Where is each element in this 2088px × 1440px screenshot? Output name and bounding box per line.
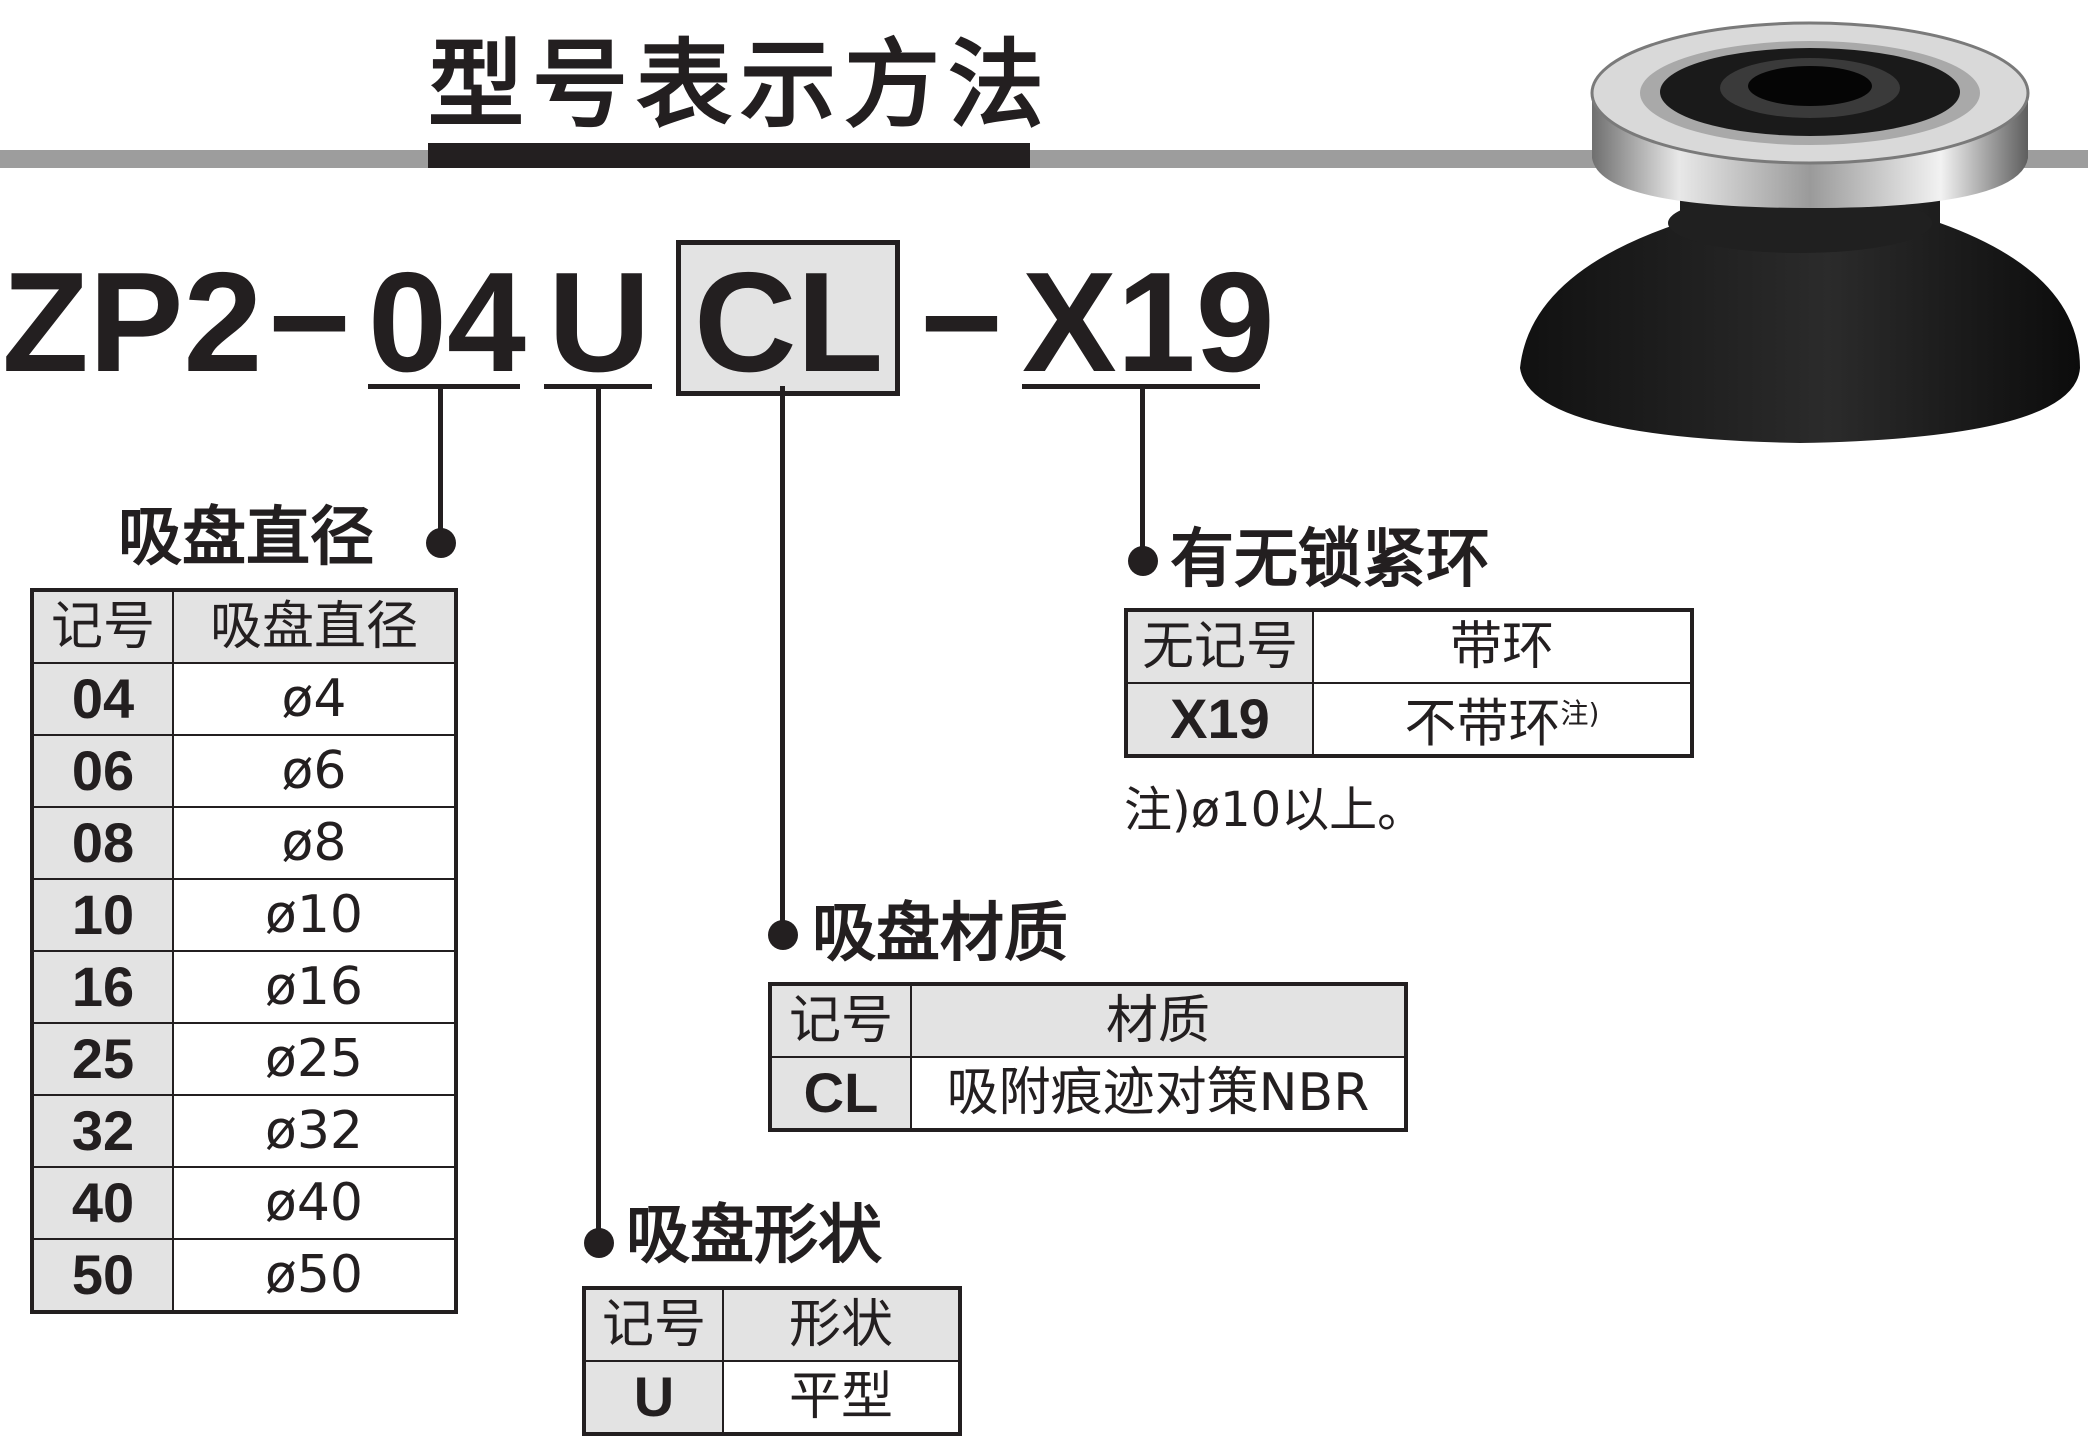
vacuum-pad-icon [1520,21,2080,443]
value-cell: ø40 [172,1166,457,1240]
code-dash: − [268,243,351,402]
value-cell: 不带环注) [1312,681,1693,758]
lock-ring-note: 注)ø10以上。 [1124,782,1426,838]
note-marker: 注) [1560,697,1600,730]
symbol-cell: U [583,1360,724,1435]
value-cell: ø50 [172,1238,457,1313]
code-prefix: ZP2 [2,243,263,402]
symbol-cell: CL [769,1056,912,1131]
value-cell: ø32 [172,1094,457,1168]
diameter-leader [438,384,443,542]
pad-shape-title: 吸盘形状 [626,1199,882,1273]
page-title: 型号表示方法 [428,29,1052,141]
pad-diameter-title: 吸盘直径 [118,501,374,575]
code-material-box [676,240,900,396]
material-leader-dot [768,920,798,950]
symbol-cell: 08 [31,806,174,880]
table-header: 材质 [910,983,1407,1058]
value-cell: 带环 [1312,609,1693,684]
symbol-cell: 32 [31,1094,174,1168]
code-material: CL [694,243,884,402]
value-cell: ø8 [172,806,457,880]
value-cell: ø4 [172,662,457,736]
material-leader [780,386,785,934]
value-cell: 吸附痕迹对策NBR [910,1056,1407,1131]
code-option: X19 [1022,243,1275,402]
lock-ring-title: 有无锁紧环 [1170,523,1490,597]
value-text: 不带环 [1404,694,1561,755]
pad-material-title: 吸盘材质 [812,897,1068,971]
symbol-cell: 40 [31,1166,174,1240]
code-diameter: 04 [368,243,526,402]
shape-leader [596,384,601,1244]
symbol-cell: 04 [31,662,174,736]
table-header: 记号 [583,1287,724,1362]
symbol-cell: 06 [31,734,174,808]
code-shape: U [548,243,651,402]
diameter-leader-dot [426,528,456,558]
value-cell: ø6 [172,734,457,808]
value-cell: ø10 [172,878,457,952]
diameter-underline [368,384,520,389]
table-header: 形状 [722,1287,961,1362]
symbol-cell: 16 [31,950,174,1024]
value-cell: ø25 [172,1022,457,1096]
symbol-cell: 50 [31,1238,174,1313]
symbol-cell: X19 [1125,681,1314,758]
value-cell: ø16 [172,950,457,1024]
lock-ring-table: 无记号 带环 X19 不带环注) [1124,608,1694,759]
shape-leader-dot [584,1228,614,1258]
title-underline [428,143,1030,168]
code-dash: − [920,243,1003,402]
symbol-cell: 25 [31,1022,174,1096]
option-leader [1140,384,1145,562]
value-cell: 平型 [722,1360,961,1435]
table-header: 记号 [769,983,912,1058]
symbol-cell: 无记号 [1125,609,1314,684]
table-header: 吸盘直径 [172,589,457,664]
option-leader-dot [1128,546,1158,576]
table-header: 记号 [31,589,174,664]
symbol-cell: 10 [31,878,174,952]
table-row: X19 不带环注) [1125,681,1693,758]
